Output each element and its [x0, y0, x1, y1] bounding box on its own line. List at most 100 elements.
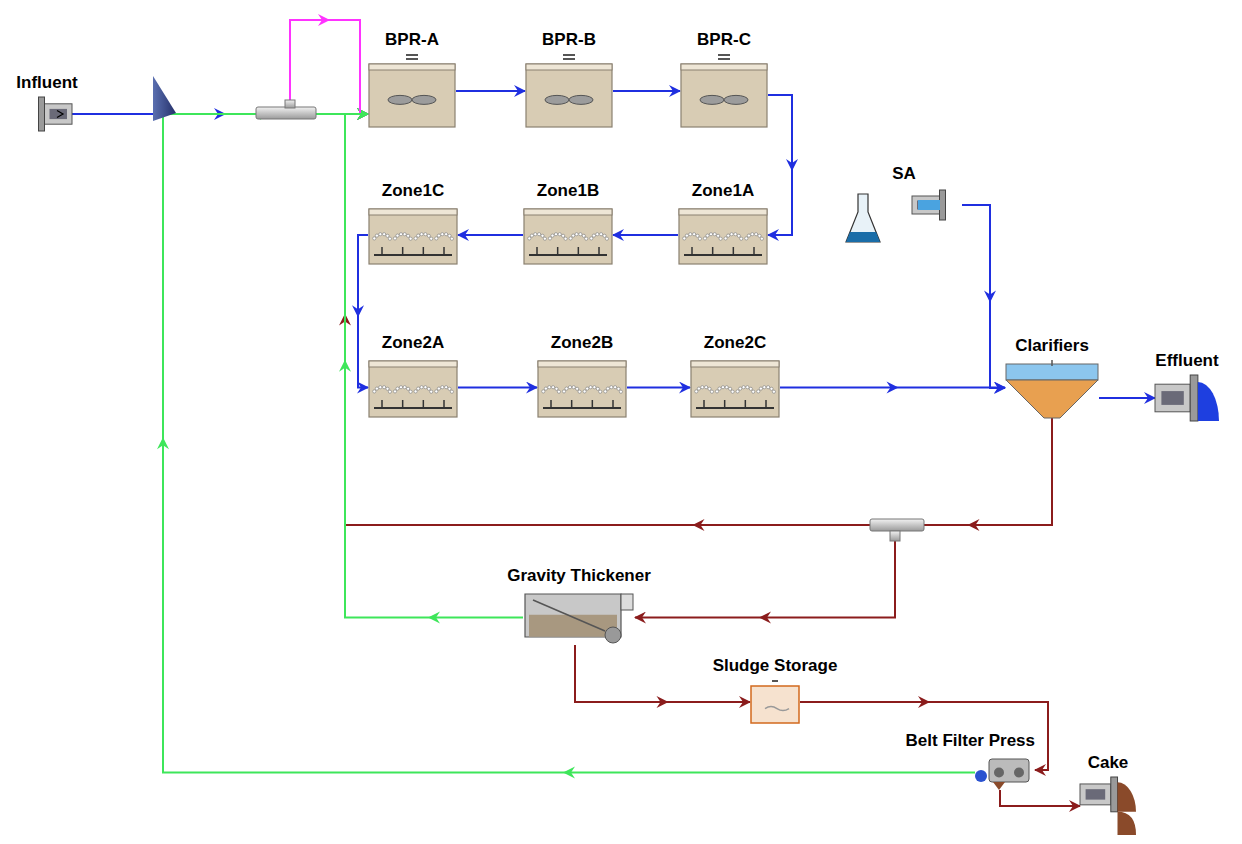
mixed-tank: BPR-A [368, 54, 456, 128]
splitter-stub [285, 100, 295, 108]
unit-icon [368, 357, 458, 418]
mixed-tank: BPR-B [525, 54, 613, 128]
chemical-feed: SA [846, 188, 962, 246]
flow-path [458, 234, 523, 236]
flow-line [575, 645, 750, 708]
unit-icon [22, 97, 72, 131]
cake-outlet: Cake [1080, 777, 1136, 835]
unit-label: Zone1C [382, 181, 444, 201]
flow-chevron [157, 437, 169, 449]
storage-tank: Sludge Storage [750, 680, 800, 724]
unit-label: Influent [16, 73, 77, 93]
unit-icon [1155, 375, 1219, 421]
unit-label: Zone2C [704, 333, 766, 353]
mixed-tank: BPR-C [680, 54, 768, 128]
aerated-tank: Zone2C [690, 357, 780, 418]
flow-line [458, 235, 523, 236]
flow-chevron [657, 696, 669, 708]
flow-chevron [918, 696, 930, 708]
thickener-unit: Gravity Thickener [523, 590, 635, 645]
unit-icon [537, 357, 627, 418]
flow-path [613, 234, 678, 236]
flow-line [780, 382, 1005, 394]
flow-line [613, 91, 680, 92]
unit-icon [975, 755, 1035, 790]
splitter-tee [870, 519, 924, 531]
unit-icon [1080, 777, 1136, 835]
aerated-tank: Zone1A [678, 205, 768, 265]
unit-icon [368, 54, 456, 128]
unit-label: Zone1A [692, 181, 754, 201]
flow-chevron [786, 159, 798, 171]
bypass-line [290, 20, 360, 113]
flow-path [613, 90, 680, 92]
unit-icon [523, 205, 613, 265]
unit-label: BPR-A [385, 30, 439, 50]
flow-path [1099, 397, 1155, 399]
unit-icon [368, 205, 458, 265]
flow-line [352, 235, 368, 388]
flow-chevron [352, 305, 364, 317]
flow-chevron [428, 612, 440, 624]
flow-line [157, 108, 975, 779]
flow-line [613, 235, 678, 236]
flow-path [962, 205, 1005, 388]
unit-icon [678, 205, 768, 265]
flow-chevron [563, 767, 575, 779]
flow-chevron [759, 612, 771, 624]
flow-chevron [693, 519, 705, 531]
unit-label: Belt Filter Press [906, 731, 1035, 751]
unit-label: Gravity Thickener [507, 566, 651, 586]
unit-label: Zone1B [537, 181, 599, 201]
unit-label: BPR-B [542, 30, 596, 50]
flow-path [627, 387, 690, 389]
flow-line [458, 387, 537, 388]
press-unit: Belt Filter Press [975, 755, 1035, 790]
unit-label: Zone2B [551, 333, 613, 353]
aerated-tank: Zone1B [523, 205, 613, 265]
unit-icon [690, 357, 780, 418]
unit-label: Sludge Storage [713, 656, 838, 676]
flow-path [1000, 790, 1080, 806]
flow-path [768, 95, 792, 235]
flow-path [635, 418, 1052, 618]
unit-label: SA [892, 164, 916, 184]
flow-line [962, 205, 1005, 388]
flow-chevron [887, 382, 899, 394]
source-unit: Influent [22, 97, 72, 131]
flow-path [458, 387, 537, 389]
flow-path [345, 114, 1052, 525]
flow-chevron [339, 360, 351, 372]
bypass-arrow [318, 14, 330, 26]
unit-label: Effluent [1155, 351, 1218, 371]
unit-icon [750, 680, 800, 724]
unit-icon [1005, 360, 1099, 418]
flow-line [339, 114, 523, 624]
flow-line [1099, 398, 1155, 399]
aerated-tank: Zone1C [368, 205, 458, 265]
flow-line [1000, 790, 1080, 806]
unit-icon [523, 590, 635, 645]
flow-path [345, 114, 523, 618]
flow-line [456, 91, 525, 92]
aerated-tank: Zone2B [537, 357, 627, 418]
unit-icon [680, 54, 768, 128]
flow-line [768, 95, 798, 235]
flow-chevron [984, 291, 996, 303]
aerated-tank: Zone2A [368, 357, 458, 418]
flow-line [635, 418, 1052, 624]
clarifier-unit: Clarifiers [1005, 360, 1099, 418]
mixer-symbol [153, 76, 176, 121]
unit-icon [846, 188, 962, 246]
flow-chevron [968, 519, 980, 531]
splitter-stub [890, 531, 900, 541]
effluent-outlet: Effluent [1155, 375, 1219, 421]
splitter-tee [256, 107, 316, 119]
unit-label: Clarifiers [1015, 336, 1089, 356]
unit-label: BPR-C [697, 30, 751, 50]
flow-path [456, 90, 525, 92]
unit-icon [525, 54, 613, 128]
